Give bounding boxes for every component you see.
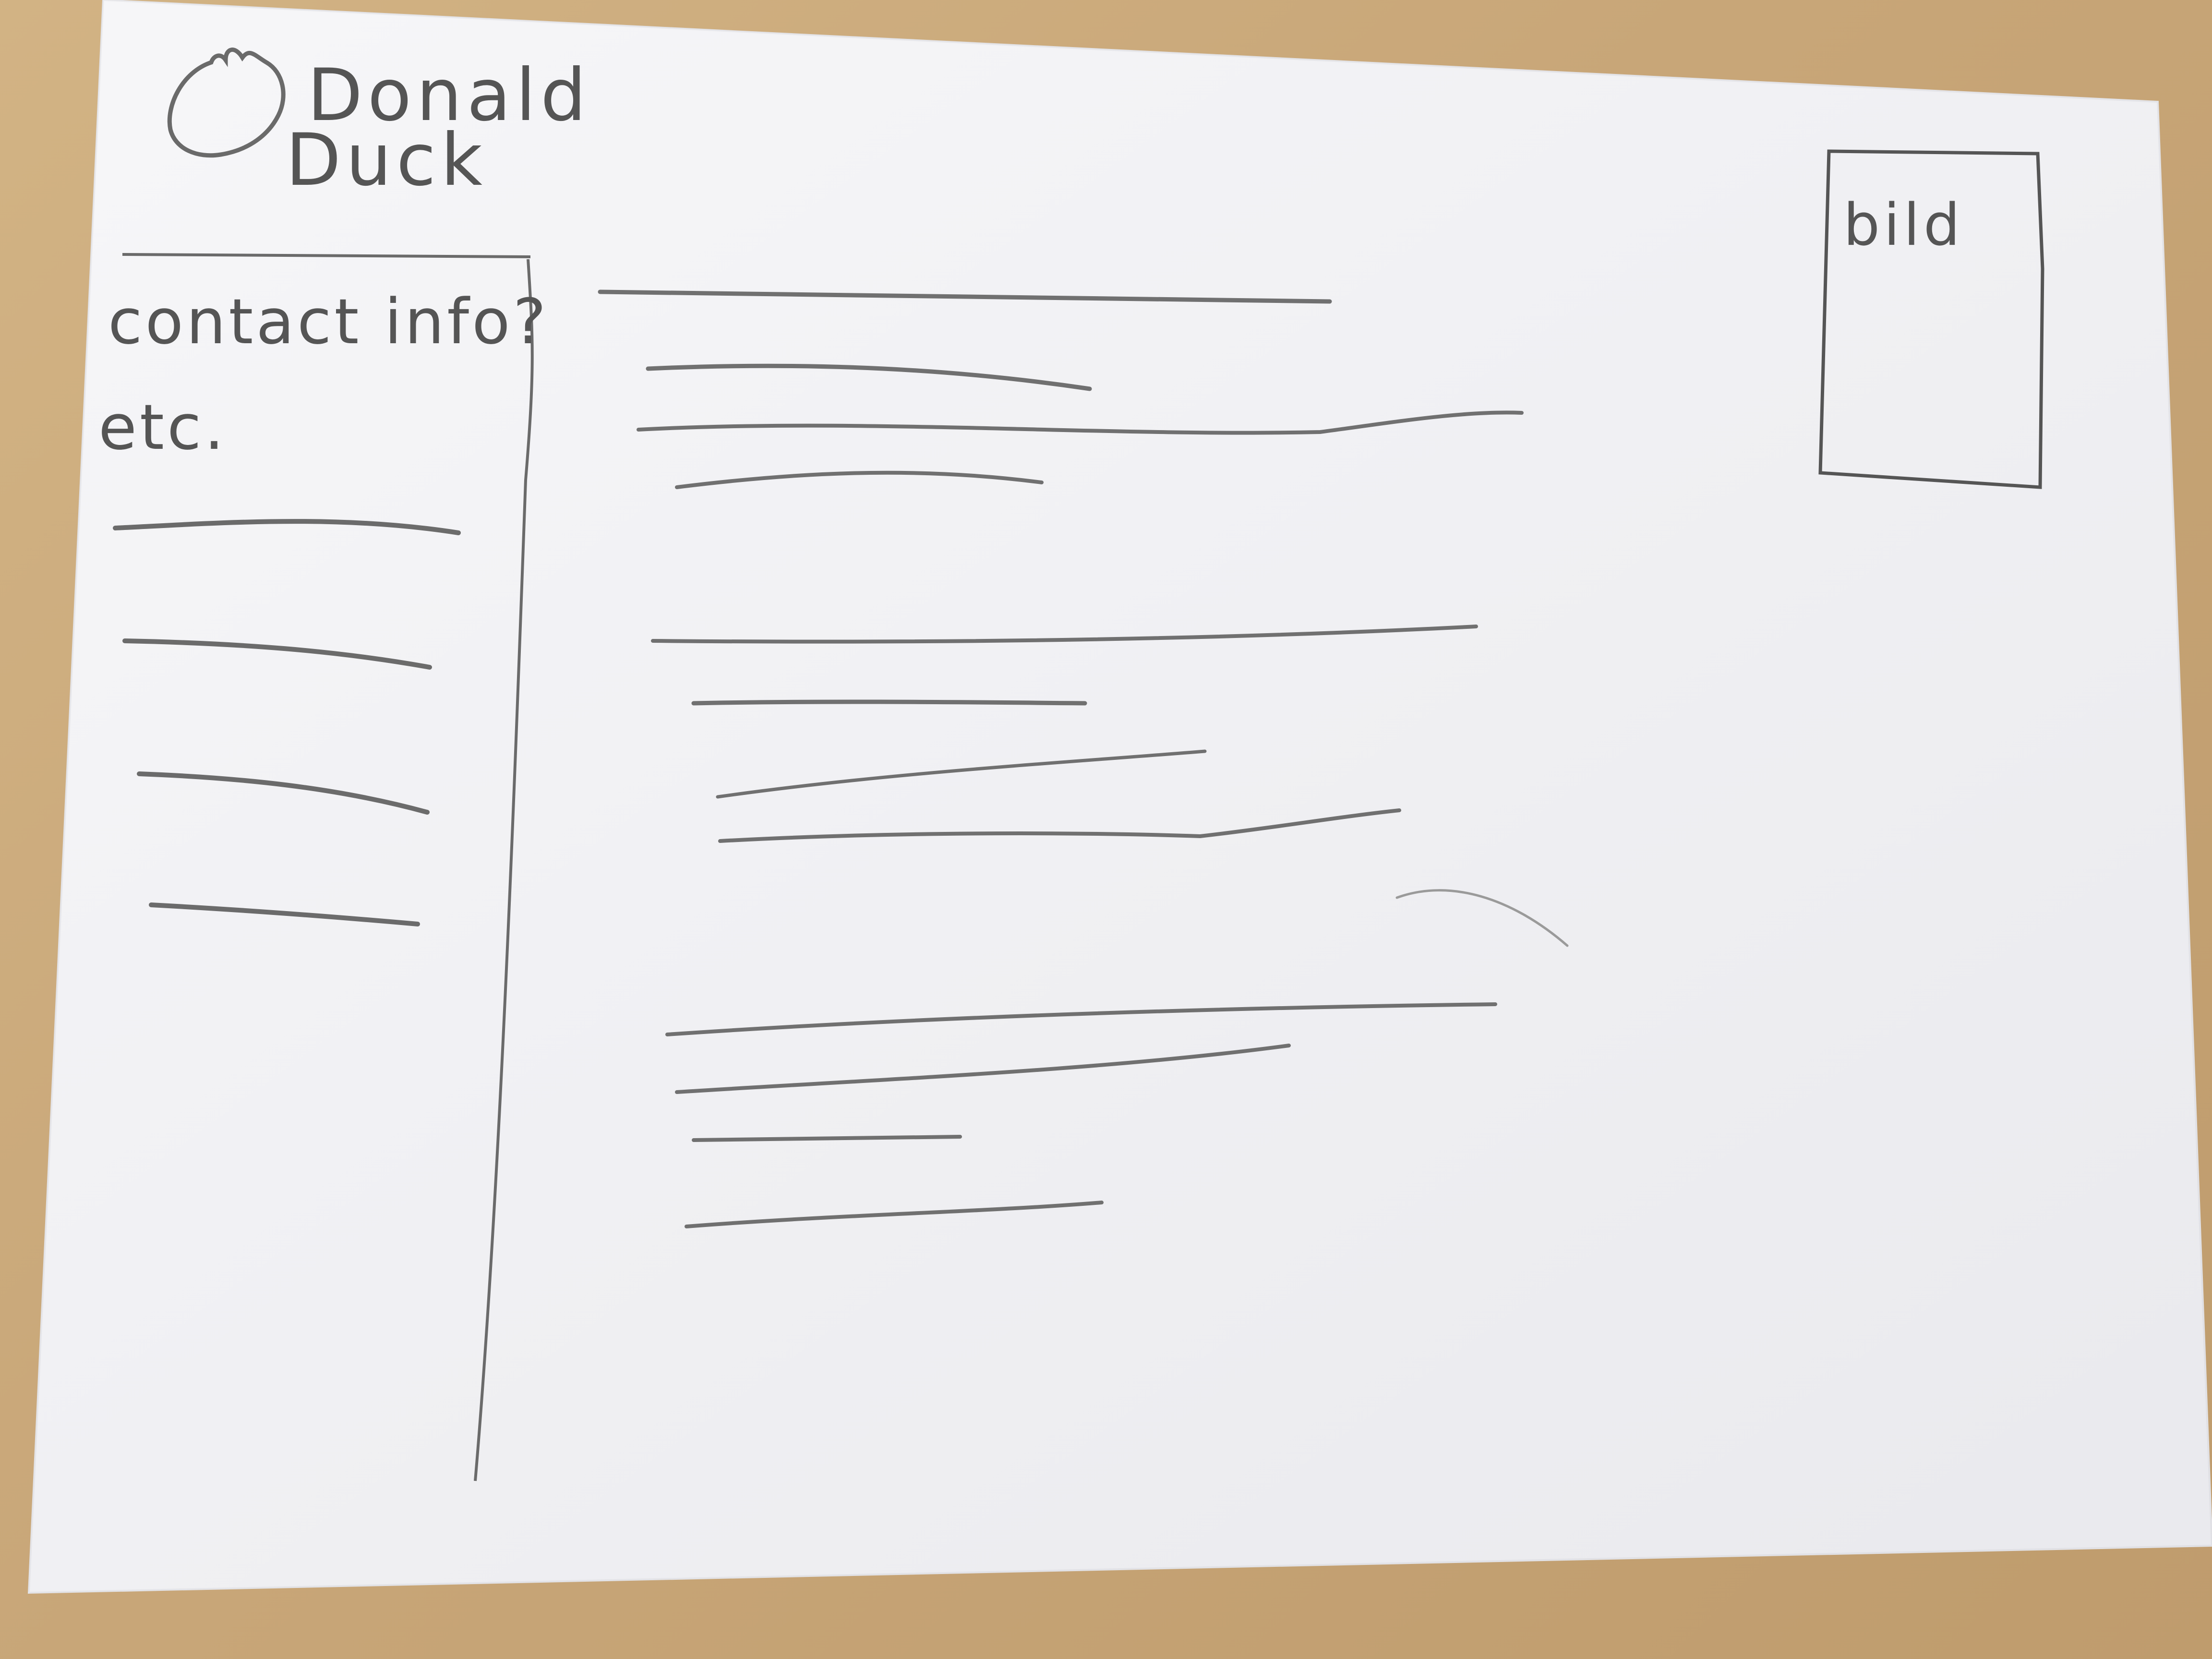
sidebar: contact info? etc. xyxy=(98,253,549,1481)
logo: Donald Duck xyxy=(167,48,591,202)
text-line xyxy=(716,749,1207,799)
sidebar-link-line-4[interactable] xyxy=(149,902,420,926)
sidebar-subheading: etc. xyxy=(98,391,227,464)
sidebar-link-line-2[interactable] xyxy=(122,638,432,670)
logo-name-line1: Donald xyxy=(307,54,591,137)
text-line xyxy=(692,1135,962,1142)
text-line xyxy=(675,470,1044,489)
paragraph-3-title-line xyxy=(665,1002,1497,1036)
paragraph-2-title-line xyxy=(651,625,1478,644)
sidebar-top-border xyxy=(122,253,531,258)
sidebar-link-line-3[interactable] xyxy=(137,771,430,815)
sidebar-link-line-1[interactable] xyxy=(113,519,461,535)
image-placeholder: bild xyxy=(1818,149,2044,489)
paragraph-3 xyxy=(665,1002,1497,1228)
logo-name-line2: Duck xyxy=(286,119,487,202)
sidebar-right-border xyxy=(474,259,534,1481)
paragraph-1-title-line xyxy=(598,289,1332,304)
paragraph-1 xyxy=(598,289,1524,489)
sidebar-heading: contact info? xyxy=(108,285,549,358)
text-line xyxy=(646,363,1092,391)
text-line xyxy=(718,808,1401,843)
main-content xyxy=(598,289,1569,1228)
text-line xyxy=(637,410,1524,435)
text-line xyxy=(691,699,1087,706)
text-line xyxy=(675,1044,1291,1094)
image-placeholder-label: bild xyxy=(1843,192,1964,259)
text-line xyxy=(685,1201,1104,1228)
paragraph-2 xyxy=(651,625,1478,843)
image-placeholder-frame xyxy=(1818,149,2044,489)
stray-pencil-mark xyxy=(1395,889,1569,947)
duck-sketch-icon xyxy=(167,48,286,158)
